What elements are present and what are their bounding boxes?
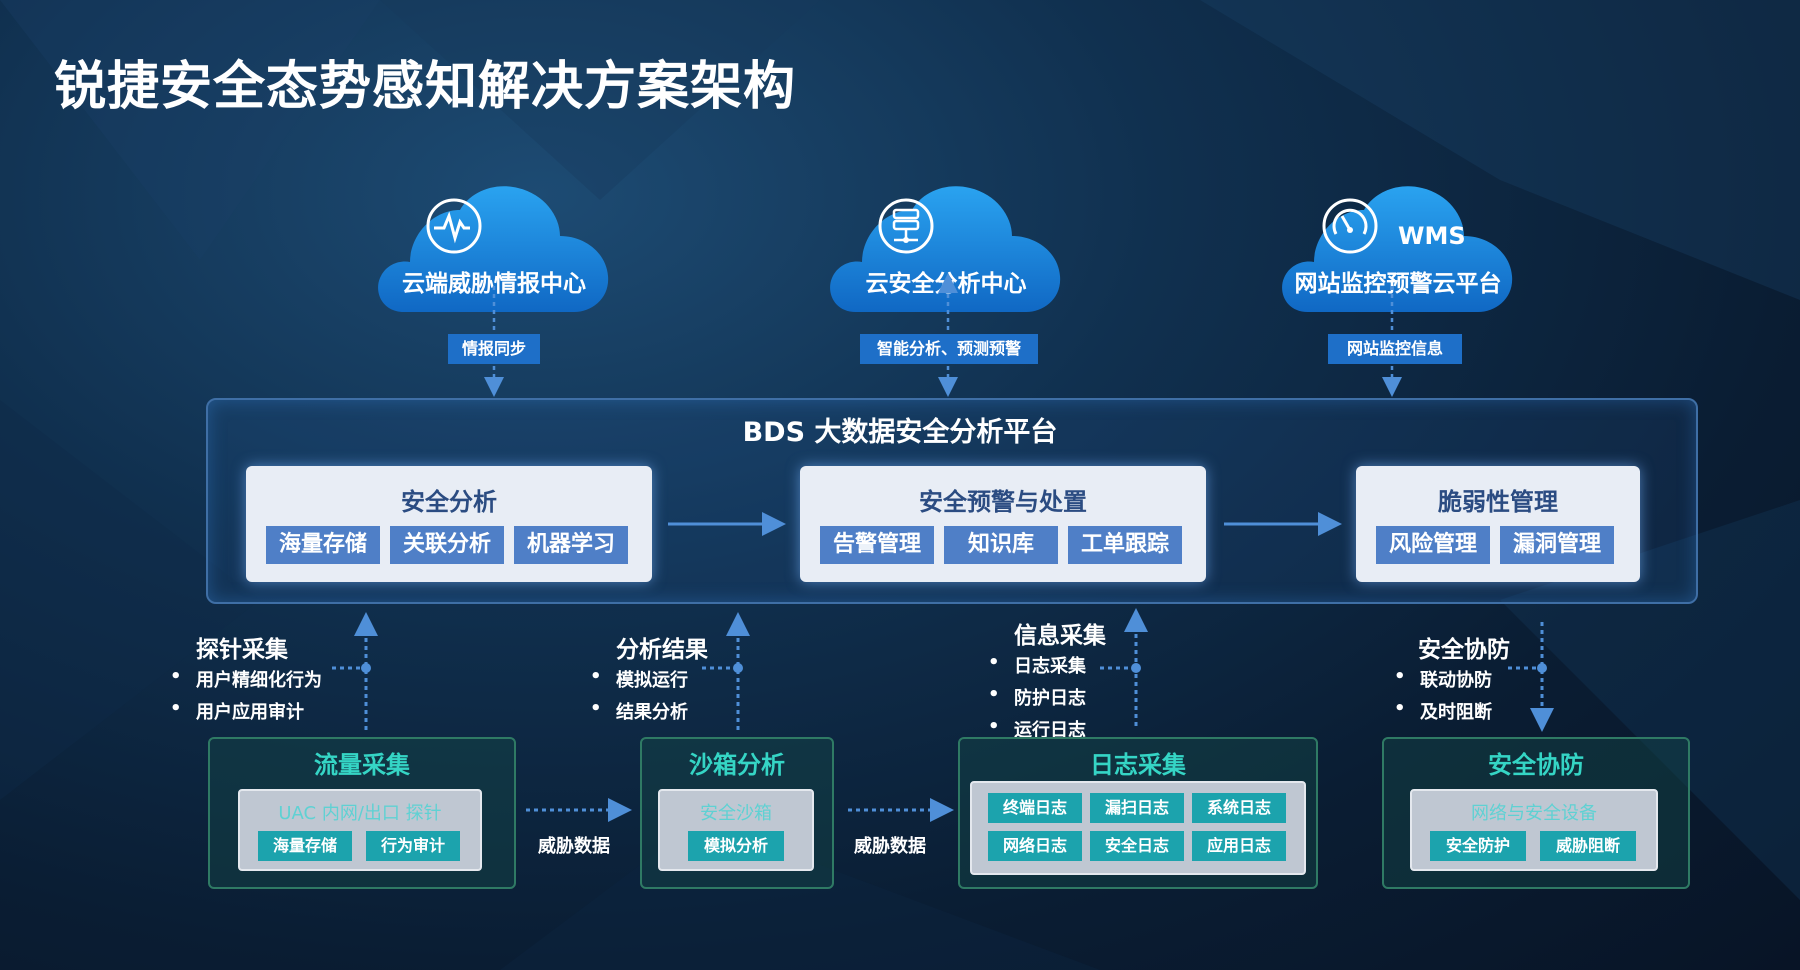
chip-app-log: 应用日志 bbox=[1192, 831, 1286, 861]
cap-item: 模拟运行 bbox=[590, 666, 688, 692]
cap-item: 及时阻断 bbox=[1394, 698, 1492, 724]
gauge-icon bbox=[1322, 198, 1378, 254]
cloud-label: 云端威胁情报中心 bbox=[402, 271, 586, 297]
module-security-analysis: 安全分析 海量存储 关联分析 机器学习 bbox=[246, 466, 652, 582]
cloud-shape bbox=[378, 186, 609, 312]
cap-title-analysis: 分析结果 bbox=[616, 637, 708, 663]
cloud-threat-intel: 云端威胁情报中心 bbox=[374, 180, 614, 320]
cap-title-defense: 安全协防 bbox=[1418, 637, 1510, 663]
chip-ticket-tracking: 工单跟踪 bbox=[1068, 526, 1182, 564]
cap-item: 联动协防 bbox=[1394, 666, 1492, 692]
source-title: 安全协防 bbox=[1488, 751, 1584, 779]
source-inner-title: 网络与安全设备 bbox=[1471, 803, 1597, 824]
cap-item: 防护日志 bbox=[988, 684, 1086, 710]
cloud-shape bbox=[1282, 186, 1513, 312]
cloud-shape bbox=[830, 186, 1061, 312]
cloud-label: 云安全分析中心 bbox=[865, 271, 1027, 297]
cap-item: 日志采集 bbox=[988, 652, 1086, 678]
module-warning-response: 安全预警与处置 告警管理 知识库 工单跟踪 bbox=[800, 466, 1206, 582]
chip-protection: 安全防护 bbox=[1430, 831, 1526, 861]
chip-mass-storage: 海量存储 bbox=[266, 526, 380, 564]
module-title: 脆弱性管理 bbox=[1438, 488, 1558, 516]
tag-intel-sync: 情报同步 bbox=[448, 334, 540, 364]
source-inner: 网络与安全设备 安全防护 威胁阻断 bbox=[1410, 789, 1658, 871]
chip-terminal-log: 终端日志 bbox=[988, 793, 1082, 823]
chip-system-log: 系统日志 bbox=[1192, 793, 1286, 823]
source-title: 日志采集 bbox=[1090, 751, 1186, 779]
chip-security-log: 安全日志 bbox=[1090, 831, 1184, 861]
source-title: 流量采集 bbox=[314, 751, 410, 779]
chip-behavior-audit: 行为审计 bbox=[366, 831, 460, 861]
source-logs: 日志采集 终端日志 漏扫日志 系统日志 网络日志 安全日志 应用日志 bbox=[958, 737, 1318, 889]
module-title: 安全预警与处置 bbox=[919, 488, 1087, 516]
source-sandbox: 沙箱分析 安全沙箱 模拟分析 bbox=[640, 737, 834, 889]
tag-smart-analysis: 智能分析、预测预警 bbox=[860, 334, 1038, 364]
chip-scan-log: 漏扫日志 bbox=[1090, 793, 1184, 823]
platform-title: BDS 大数据安全分析平台 bbox=[742, 417, 1058, 448]
source-inner: UAC 内网/出口 探针 海量存储 行为审计 bbox=[238, 789, 482, 871]
cap-item: 用户应用审计 bbox=[170, 698, 304, 724]
chip-simulation: 模拟分析 bbox=[688, 831, 784, 861]
source-inner: 终端日志 漏扫日志 系统日志 网络日志 安全日志 应用日志 bbox=[970, 781, 1306, 875]
cap-item: 结果分析 bbox=[590, 698, 688, 724]
cap-title-probe: 探针采集 bbox=[196, 637, 288, 663]
module-title: 安全分析 bbox=[401, 488, 497, 516]
cloud-website-monitor: WMS 网站监控预警云平台 bbox=[1278, 180, 1518, 320]
module-vulnerability: 脆弱性管理 风险管理 漏洞管理 bbox=[1356, 466, 1640, 582]
cloud-label: 网站监控预警云平台 bbox=[1294, 271, 1502, 297]
source-inner-title: UAC 内网/出口 探针 bbox=[278, 803, 442, 824]
chip-correlation: 关联分析 bbox=[390, 526, 504, 564]
chip-threat-block: 威胁阻断 bbox=[1540, 831, 1636, 861]
chip-risk-mgmt: 风险管理 bbox=[1376, 526, 1490, 564]
chip-machine-learning: 机器学习 bbox=[514, 526, 628, 564]
source-inner-title: 安全沙箱 bbox=[700, 803, 772, 824]
chip-alert-mgmt: 告警管理 bbox=[820, 526, 934, 564]
server-icon bbox=[878, 198, 934, 254]
source-title: 沙箱分析 bbox=[689, 751, 785, 779]
chip-mass-storage: 海量存储 bbox=[258, 831, 352, 861]
pulse-icon bbox=[426, 198, 482, 254]
cloud-security-analysis: 云安全分析中心 bbox=[826, 180, 1066, 320]
cap-item: 用户精细化行为 bbox=[170, 666, 322, 692]
chip-knowledge-base: 知识库 bbox=[944, 526, 1058, 564]
cap-title-info: 信息采集 bbox=[1014, 623, 1106, 649]
source-traffic: 流量采集 UAC 内网/出口 探针 海量存储 行为审计 bbox=[208, 737, 516, 889]
flow-label-threat-data: 威胁数据 bbox=[538, 836, 610, 857]
cap-item: 运行日志 bbox=[988, 716, 1086, 742]
source-defense: 安全协防 网络与安全设备 安全防护 威胁阻断 bbox=[1382, 737, 1690, 889]
source-inner: 安全沙箱 模拟分析 bbox=[658, 789, 814, 871]
wms-badge: WMS bbox=[1398, 222, 1466, 250]
chip-vuln-mgmt: 漏洞管理 bbox=[1500, 526, 1614, 564]
page-title: 锐捷安全态势感知解决方案架构 bbox=[54, 57, 797, 117]
chip-network-log: 网络日志 bbox=[988, 831, 1082, 861]
flow-label-threat-data: 威胁数据 bbox=[854, 836, 926, 857]
tag-site-monitor: 网站监控信息 bbox=[1328, 334, 1462, 364]
